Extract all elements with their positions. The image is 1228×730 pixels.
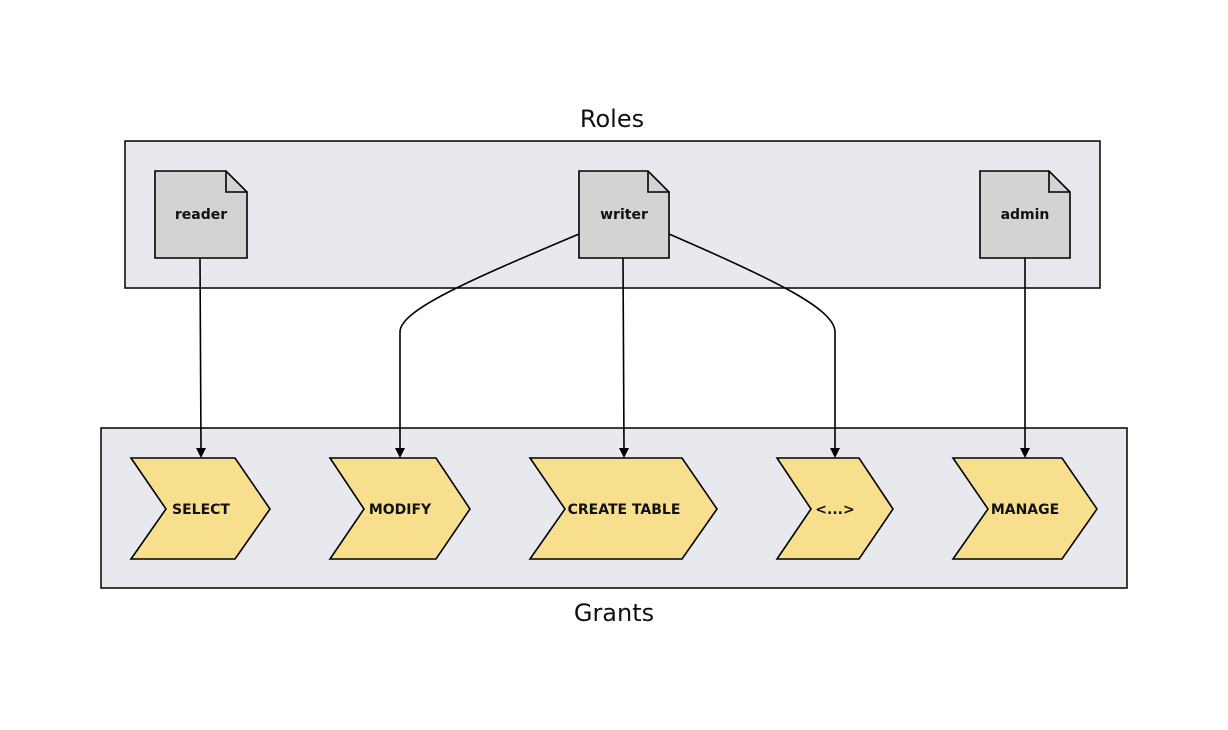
grant-modify-label: MODIFY — [369, 502, 432, 518]
edge-reader-to-select-arrowhead — [196, 448, 206, 458]
role-admin-label: admin — [1001, 207, 1050, 223]
role-node-admin: admin — [979, 170, 1071, 259]
grant-node-ellipsis: <...> — [775, 457, 894, 560]
edge-reader-to-select — [199, 257, 202, 450]
role-reader-folded-corner — [225, 171, 247, 193]
role-admin-document-shape — [979, 170, 1071, 259]
role-writer-document-shape — [578, 170, 670, 259]
grant-ellipsis-chevron-shape — [775, 457, 894, 560]
grant-select-chevron-shape — [129, 457, 271, 560]
role-node-reader: reader — [154, 170, 248, 259]
role-writer-label: writer — [600, 207, 648, 223]
edges — [196, 233, 1030, 458]
edge-writer-to-ellipsis — [668, 233, 836, 449]
edge-writer-to-create-table — [622, 257, 625, 450]
grant-create-table-chevron-shape — [528, 457, 718, 560]
grant-select-label: SELECT — [172, 502, 230, 518]
edge-writer-to-ellipsis-arrowhead — [830, 448, 840, 458]
role-reader-label: reader — [175, 207, 227, 223]
edge-writer-to-modify — [399, 233, 580, 449]
role-admin-folded-corner — [1048, 171, 1070, 193]
grant-ellipsis-label: <...> — [815, 502, 854, 518]
edge-admin-to-manage-arrowhead — [1020, 448, 1030, 458]
grant-create-table-label: CREATE TABLE — [568, 502, 681, 518]
edge-writer-to-modify-arrowhead — [395, 448, 405, 458]
role-writer-folded-corner — [647, 171, 669, 193]
grant-modify-chevron-shape — [328, 457, 471, 560]
grant-manage-label: MANAGE — [991, 502, 1059, 518]
role-node-writer: writer — [578, 170, 670, 259]
grants-group-title: Grants — [574, 599, 654, 627]
edge-writer-to-create-table-arrowhead — [619, 448, 629, 458]
grant-node-select: SELECT — [129, 457, 271, 560]
grant-node-manage: MANAGE — [951, 457, 1098, 560]
roles-group-title: Roles — [580, 105, 644, 133]
role-reader-document-shape — [154, 170, 248, 259]
grant-node-create-table: CREATE TABLE — [528, 457, 718, 560]
grant-manage-chevron-shape — [951, 457, 1098, 560]
grant-node-modify: MODIFY — [328, 457, 471, 560]
